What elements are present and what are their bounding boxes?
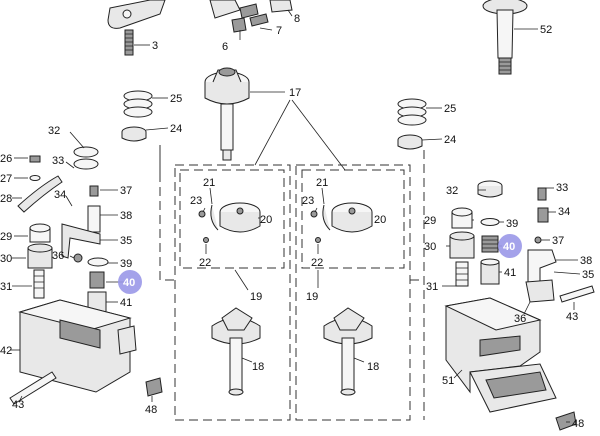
callout-18a: 18 <box>252 361 264 373</box>
callout-33a: 33 <box>52 155 64 167</box>
callout-27: 27 <box>0 173 12 185</box>
leader-18a <box>241 357 253 363</box>
callout-52: 52 <box>540 24 552 36</box>
leader-17-b <box>291 99 346 171</box>
callout-36b: 36 <box>514 313 526 325</box>
callout-43b: 43 <box>566 311 578 323</box>
callout-37b: 37 <box>552 235 564 247</box>
callout-8: 8 <box>294 13 300 25</box>
callout-43a: 43 <box>12 399 24 411</box>
callout-31b: 31 <box>426 281 438 293</box>
leader-43a <box>19 395 23 401</box>
callout-20a: 20 <box>260 214 272 226</box>
callout-18b: 18 <box>367 361 379 373</box>
leader-8 <box>287 9 293 17</box>
leader-24a <box>145 127 169 131</box>
callout-48b: 48 <box>572 418 584 430</box>
callout-21b: 21 <box>316 177 328 189</box>
callout-7: 7 <box>276 25 282 37</box>
callout-29b: 29 <box>424 215 436 227</box>
callout-17: 17 <box>289 87 301 99</box>
callout-32a: 32 <box>48 125 60 137</box>
leader-19a <box>234 269 249 291</box>
callout-39b: 39 <box>506 218 518 230</box>
leader-23b <box>314 207 318 213</box>
bobbin-25-right <box>397 98 427 126</box>
top-shaft-fragment <box>107 0 166 56</box>
callout-51: 51 <box>442 375 454 387</box>
leader-33a <box>65 161 75 169</box>
left-assembly <box>9 146 163 405</box>
leader-7 <box>259 27 273 31</box>
callout-19b: 19 <box>306 291 318 303</box>
dashed-frames <box>159 145 425 421</box>
leader-35b <box>553 271 581 275</box>
hook-assembly-right <box>310 202 373 396</box>
callout-35b: 35 <box>582 269 594 281</box>
callout-22a: 22 <box>199 257 211 269</box>
callout-40a: 40 <box>123 277 135 289</box>
leader-21b <box>321 187 325 205</box>
callout-40b: 40 <box>503 241 515 253</box>
callout-22b: 22 <box>311 257 323 269</box>
callout-20b: 20 <box>374 214 386 226</box>
leader-32a <box>69 131 85 149</box>
bobbin-25-left <box>123 90 153 118</box>
callout-28: 28 <box>0 193 12 205</box>
callout-23a: 23 <box>190 195 202 207</box>
callout-23b: 23 <box>302 195 314 207</box>
callout-29a: 29 <box>0 231 12 243</box>
callout-38a: 38 <box>120 210 132 222</box>
leader-18b <box>353 357 365 363</box>
callout-3: 3 <box>152 40 158 52</box>
callout-35a: 35 <box>120 235 132 247</box>
callout-38b: 38 <box>580 255 592 267</box>
callout-19a: 19 <box>250 291 262 303</box>
callout-37a: 37 <box>120 185 132 197</box>
callout-42: 42 <box>0 345 12 357</box>
callout-25b: 25 <box>444 103 456 115</box>
bobbin-case-24-left <box>121 126 147 142</box>
top-center-parts <box>209 0 293 33</box>
callout-34a: 34 <box>54 189 66 201</box>
callout-30b: 30 <box>424 241 436 253</box>
callout-30a: 30 <box>0 253 12 265</box>
callout-36a: 36 <box>52 250 64 262</box>
leader-24b <box>421 138 443 141</box>
leader-34a <box>65 195 73 207</box>
highlight-40-right[interactable] <box>498 234 522 258</box>
callout-24a: 24 <box>170 123 182 135</box>
hook-assembly-left <box>198 202 261 396</box>
shaft-52 <box>482 0 528 75</box>
callout-41a: 41 <box>120 297 132 309</box>
leader-23a <box>202 207 206 213</box>
right-assembly <box>444 180 595 431</box>
callout-32b: 32 <box>446 185 458 197</box>
callout-41b: 41 <box>504 267 516 279</box>
bobbin-case-24-right <box>397 134 423 150</box>
leader-51 <box>453 369 463 379</box>
leader-36a <box>69 255 75 259</box>
callout-39a: 39 <box>120 258 132 270</box>
highlight-40-left[interactable] <box>118 270 142 294</box>
callout-48a: 48 <box>145 404 157 416</box>
leader-17-a <box>254 99 291 166</box>
callout-33b: 33 <box>556 182 568 194</box>
callout-26: 26 <box>0 153 12 165</box>
callout-21a: 21 <box>203 177 215 189</box>
leader-21a <box>209 187 213 205</box>
callout-31a: 31 <box>0 281 12 293</box>
callout-25a: 25 <box>170 93 182 105</box>
leader-36b <box>523 301 531 315</box>
callout-24b: 24 <box>444 134 456 146</box>
rotary-hook-17 <box>204 67 250 161</box>
callout-6: 6 <box>222 41 228 53</box>
callout-34b: 34 <box>558 206 570 218</box>
